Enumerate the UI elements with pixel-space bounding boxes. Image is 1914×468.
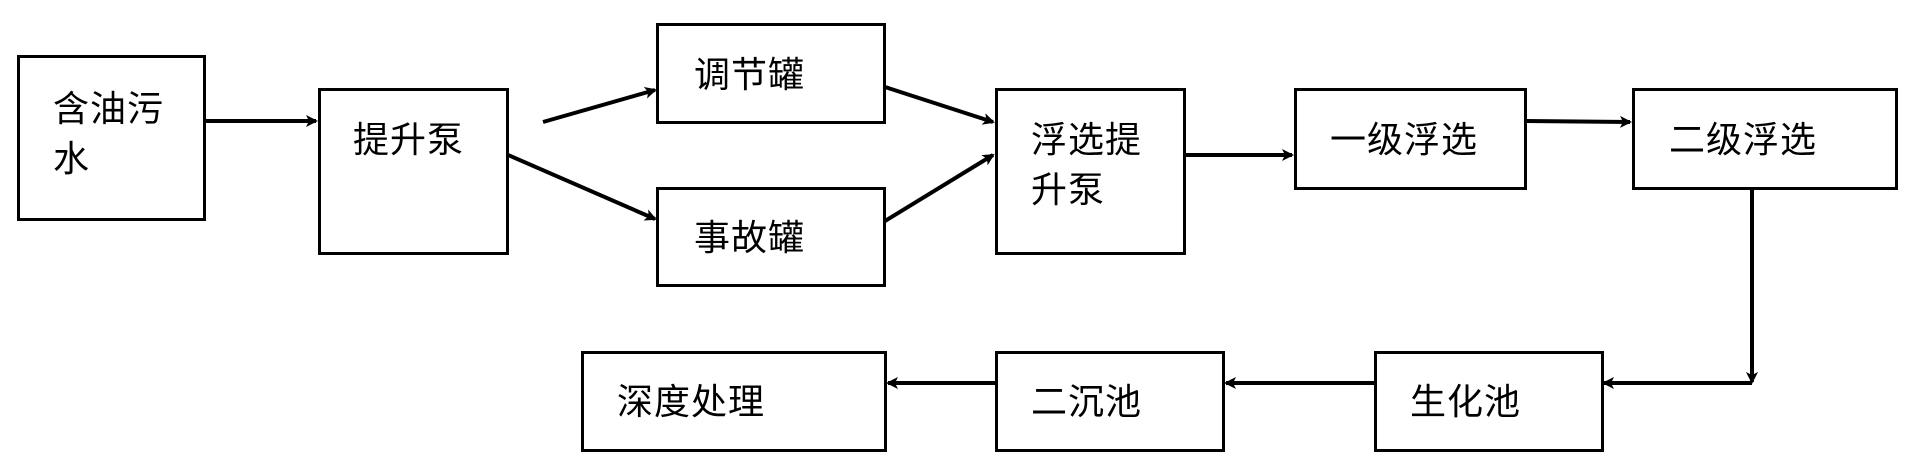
node-label: 二级浮选 [1669,120,1818,161]
node-label: 提升泵 [353,120,465,161]
arrow-lift-pump-to-regulating-tank [542,86,657,124]
node-label: 浮选提 升泵 [1031,120,1143,211]
arrow-accident-tank-to-flotation-lift-pump [883,153,995,223]
node-accident-tank: 事故罐 [656,187,886,287]
node-label: 调节罐 [694,55,806,96]
arrow-lift-pump-to-accident-tank [507,153,657,221]
node-secondary-settling-tank: 二沉池 [995,351,1225,452]
node-regulating-tank: 调节罐 [656,23,886,124]
arrow-primary-flotation-to-secondary-flotation [1525,115,1632,128]
node-advanced-treatment: 深度处理 [581,351,887,452]
node-label: 含油污 水 [53,89,165,180]
node-label: 生化池 [1410,382,1522,423]
node-flotation-lift-pump: 浮选提 升泵 [995,88,1186,255]
node-biochemical-pool: 生化池 [1374,351,1604,452]
node-label: 事故罐 [694,218,806,259]
arrow-regulating-tank-to-flotation-lift-pump [884,85,995,125]
node-label: 深度处理 [617,382,766,423]
node-secondary-flotation: 二级浮选 [1632,88,1898,190]
node-lift-pump: 提升泵 [318,88,509,255]
node-label: 二沉池 [1031,382,1143,423]
node-label: 一级浮选 [1330,120,1479,161]
node-primary-flotation: 一级浮选 [1294,88,1527,190]
node-oily-wastewater: 含油污 水 [17,55,206,221]
